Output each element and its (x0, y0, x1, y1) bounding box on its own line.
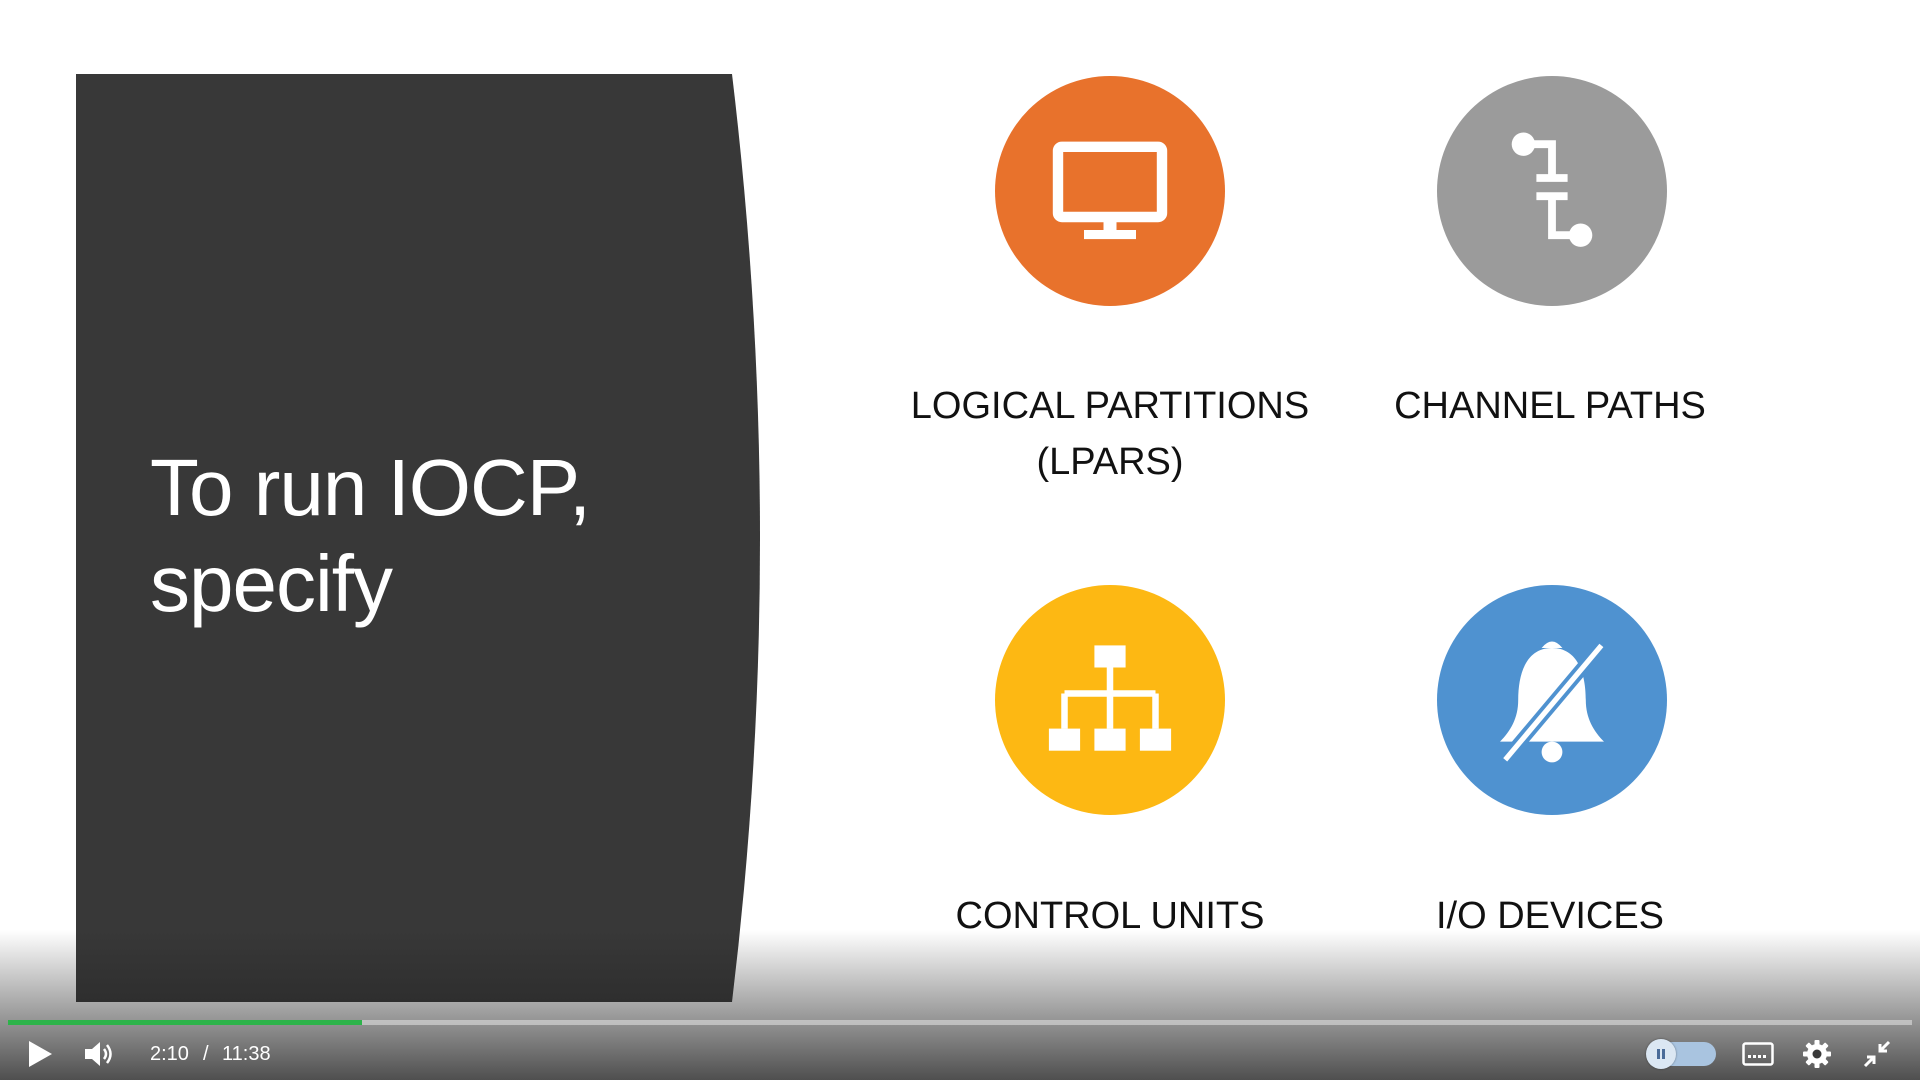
lpars-label: LOGICAL PARTITIONS (LPARS) (910, 385, 1310, 483)
channel-paths-label: CHANNEL PATHS (1394, 385, 1706, 427)
control-units-label: CONTROL UNITS (955, 895, 1265, 937)
settings-icon (1803, 1040, 1831, 1068)
volume-icon (85, 1042, 112, 1066)
settings-button[interactable] (1800, 1038, 1834, 1070)
io-devices-circle (1437, 585, 1667, 815)
exit-fullscreen-button[interactable] (1860, 1038, 1894, 1070)
bell-slash-icon (1500, 641, 1607, 764)
duration: 11:38 (222, 1043, 271, 1065)
captions-icon (1742, 1042, 1774, 1066)
current-time: 2:10 (150, 1043, 189, 1065)
volume-button[interactable] (80, 1038, 120, 1070)
slide-title-line1: To run IOCP, (150, 443, 591, 532)
progress-bar[interactable] (8, 1020, 1912, 1025)
hierarchy-icon (1048, 645, 1172, 751)
io-devices-label: I/O DEVICES (1435, 895, 1665, 937)
speed-toggle[interactable] (1646, 1039, 1716, 1069)
lpars-circle (995, 76, 1225, 306)
slide-title-line2: specify (150, 539, 393, 628)
path-connector-icon (1511, 132, 1593, 247)
slide-title: To run IOCP, specify (150, 440, 710, 632)
play-icon (29, 1041, 52, 1067)
monitor-icon (1052, 141, 1168, 240)
progress-bar-played (8, 1020, 363, 1025)
exit-fullscreen-icon (1863, 1040, 1891, 1068)
speed-toggle-knob (1646, 1039, 1676, 1069)
channel-paths-circle (1437, 76, 1667, 306)
play-button[interactable] (22, 1038, 58, 1070)
time-separator: / (203, 1043, 209, 1065)
control-units-circle (995, 585, 1225, 815)
captions-button[interactable] (1740, 1038, 1776, 1070)
pause-icon (1657, 1049, 1665, 1059)
